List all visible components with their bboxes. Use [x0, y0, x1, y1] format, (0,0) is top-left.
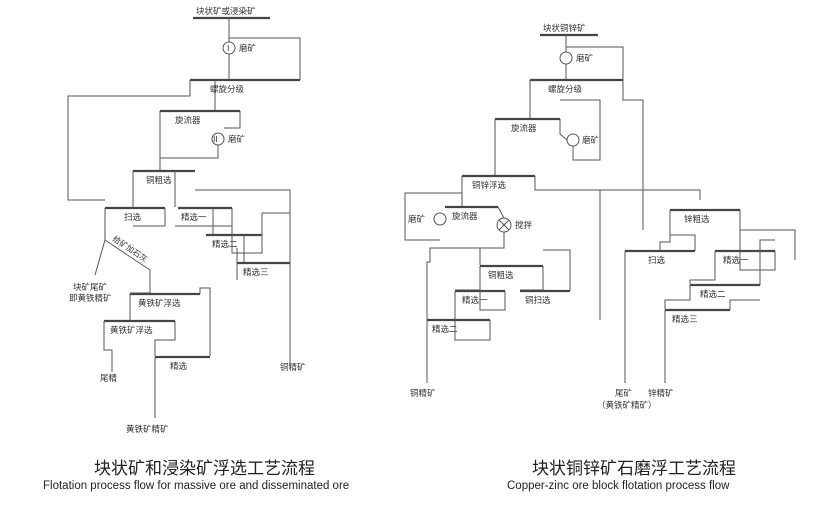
right-flowchart: 块状铜锌矿 磨矿 螺旋分级 旋流器 磨矿 铜锌浮选 旋流器 磨矿 搅拌: [404, 23, 796, 411]
right-znconc-label: 锌精矿: [648, 388, 674, 399]
left-tail-line1: 块矿尾矿: [73, 282, 108, 293]
left-scav-label: 扫选: [124, 212, 142, 223]
right-clean2-label: 精选二: [432, 324, 458, 335]
left-curough-label: 铜粗选: [146, 175, 172, 186]
right-tail-line1: 尾矿: [615, 388, 633, 399]
right-cyclone2-label: 旋流器: [452, 211, 478, 222]
right-grind-mill: [559, 51, 573, 65]
right-cuscav-label: 铜扫选: [525, 295, 551, 306]
right-znclean2-label: 精选二: [700, 289, 726, 300]
left-feed-label: 块状矿或浸染矿: [196, 6, 256, 17]
left-pyfloat2-label: 黄铁矿浮选: [110, 325, 153, 336]
left-grind1-mark: I: [227, 44, 229, 53]
right-cyclone-label: 旋流器: [511, 123, 537, 134]
right-feed-label: 块状铜锌矿: [543, 23, 586, 34]
left-diagonal-label: 给矿加石灰: [111, 233, 150, 264]
right-grind2-mill: [566, 133, 580, 147]
right-caption-cn: 块状铜锌矿石磨浮工艺流程: [532, 459, 736, 479]
left-clean1-label: 精选一: [181, 212, 207, 223]
left-flowchart: 块状矿或浸染矿 I 磨矿 螺旋分级 旋流器 II 磨矿 铜粗选 扫选: [67, 6, 306, 435]
right-clean1-label: 精选一: [462, 295, 488, 306]
right-cuconc-label: 铜精矿: [410, 388, 436, 399]
left-clean3-label: 精选三: [243, 267, 269, 278]
right-cuzn-label: 铜锌浮选: [472, 180, 507, 191]
right-grind3-mill: [433, 212, 447, 226]
right-tail-line2: （黄铁矿精矿）: [597, 400, 657, 411]
right-curough-label: 铜粗选: [488, 270, 514, 281]
right-grind3-label: 磨矿: [408, 214, 426, 225]
left-grind2-mark: II: [213, 135, 218, 144]
left-clean2-label: 精选二: [212, 239, 238, 250]
left-cuconc-label: 铜精矿: [280, 362, 306, 373]
right-znrough-label: 锌粗选: [684, 214, 710, 225]
left-grind2-label: 磨矿: [228, 134, 246, 145]
left-pyconc-label: 黄铁矿精矿: [126, 424, 169, 435]
left-clean-label: 精选: [170, 361, 188, 372]
left-spiral-label: 螺旋分级: [210, 84, 245, 95]
left-cyclone-label: 旋流器: [175, 115, 201, 126]
left-grind1-label: 磨矿: [239, 43, 257, 54]
left-caption-en: Flotation process flow for massive ore a…: [43, 480, 350, 492]
left-tail-line2: 即黄铁精矿: [69, 293, 112, 304]
right-grind-label: 磨矿: [576, 53, 594, 64]
right-stir-label: 搅拌: [515, 220, 533, 231]
left-pyfloat-label: 黄铁矿浮选: [138, 298, 181, 309]
right-spiral-label: 螺旋分级: [548, 84, 583, 95]
right-scav-label: 扫选: [648, 255, 666, 266]
left-caption-cn: 块状矿和浸染矿浮选工艺流程: [94, 459, 315, 479]
right-grind2-label: 磨矿: [582, 135, 600, 146]
right-znclean3-label: 精选三: [672, 314, 698, 325]
left-tailing-label: 尾精: [100, 373, 118, 384]
right-caption-en: Copper-zinc ore block flotation process …: [507, 480, 730, 492]
right-znclean1-label: 精选一: [723, 255, 749, 266]
